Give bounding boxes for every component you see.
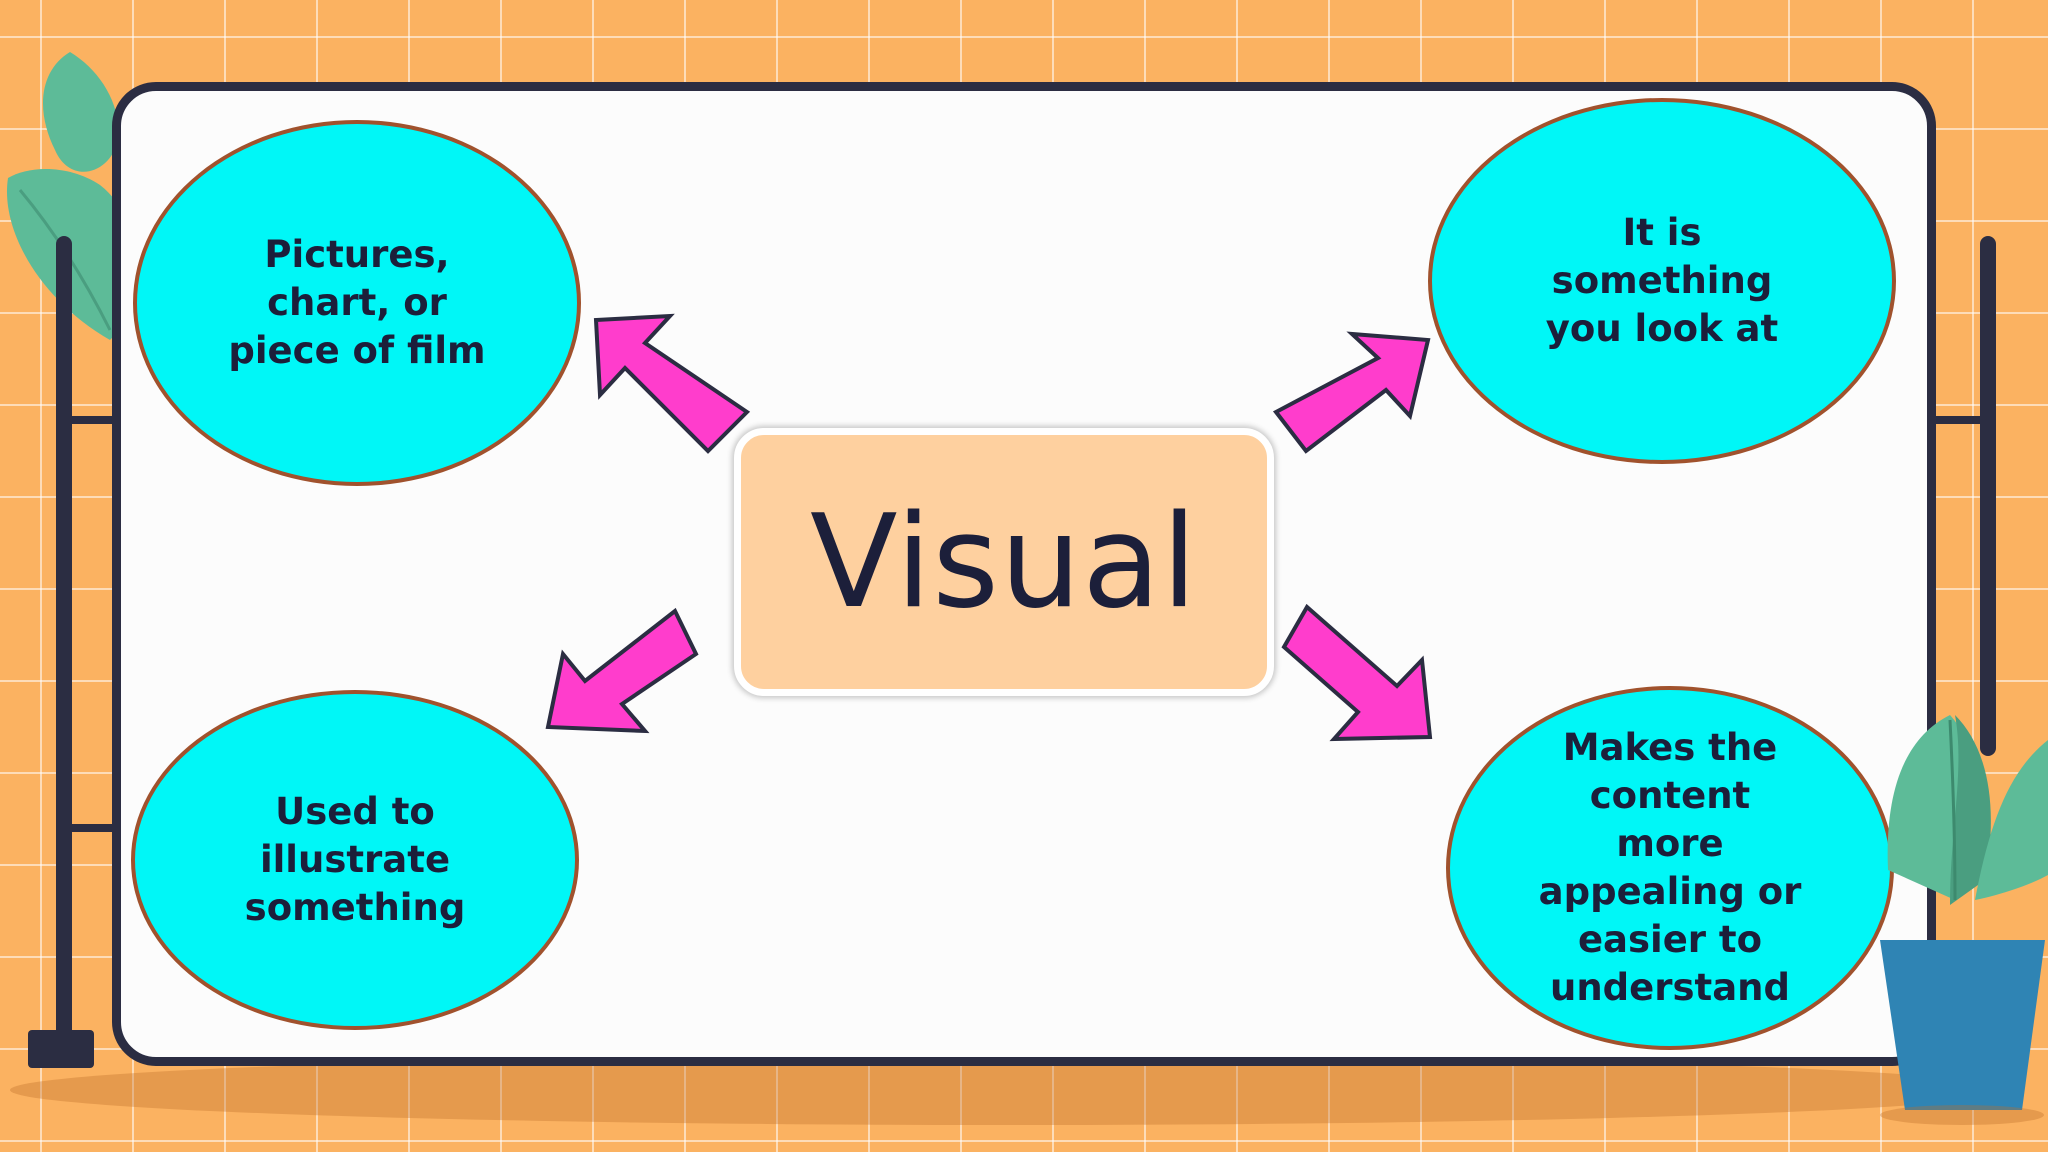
plant-pot-shadow [1880, 1105, 2044, 1125]
arrow-to-bottom-right [1281, 603, 1433, 742]
node-bottom-left: Used to illustrate something [131, 690, 579, 1030]
arrow-to-top-left [593, 313, 751, 454]
arrow-to-top-right [1272, 331, 1431, 454]
left-stand-foot [28, 1030, 94, 1068]
left-stand-bar-bottom [64, 824, 124, 832]
right-stand-bar [1930, 416, 1990, 424]
left-stand-pole [56, 236, 72, 1042]
plant-pot [1880, 940, 2045, 1110]
plant-leaf-right [1975, 740, 2048, 900]
left-leaf-lower [6, 168, 138, 340]
node-top-right-text: It is something you look at [1545, 211, 1779, 350]
node-bottom-right-text: Makes the content more appealing or easi… [1538, 726, 1802, 1009]
left-stand-bar-top [64, 416, 124, 424]
left-leaf-upper [43, 52, 119, 172]
node-bottom-left-text: Used to illustrate something [244, 790, 466, 929]
floor-shadow [10, 1055, 2010, 1125]
plant-leaf-back [1950, 715, 1991, 905]
node-top-right: It is something you look at [1428, 98, 1896, 464]
arrow-to-bottom-left [545, 607, 699, 734]
center-label: Visual [809, 487, 1199, 637]
center-node: Visual [734, 428, 1274, 696]
node-bottom-right: Makes the content more appealing or easi… [1446, 686, 1894, 1050]
node-top-left: Pictures, chart, or piece of film [133, 120, 581, 486]
right-stand-pole [1980, 236, 1996, 756]
node-top-left-text: Pictures, chart, or piece of film [228, 233, 486, 372]
